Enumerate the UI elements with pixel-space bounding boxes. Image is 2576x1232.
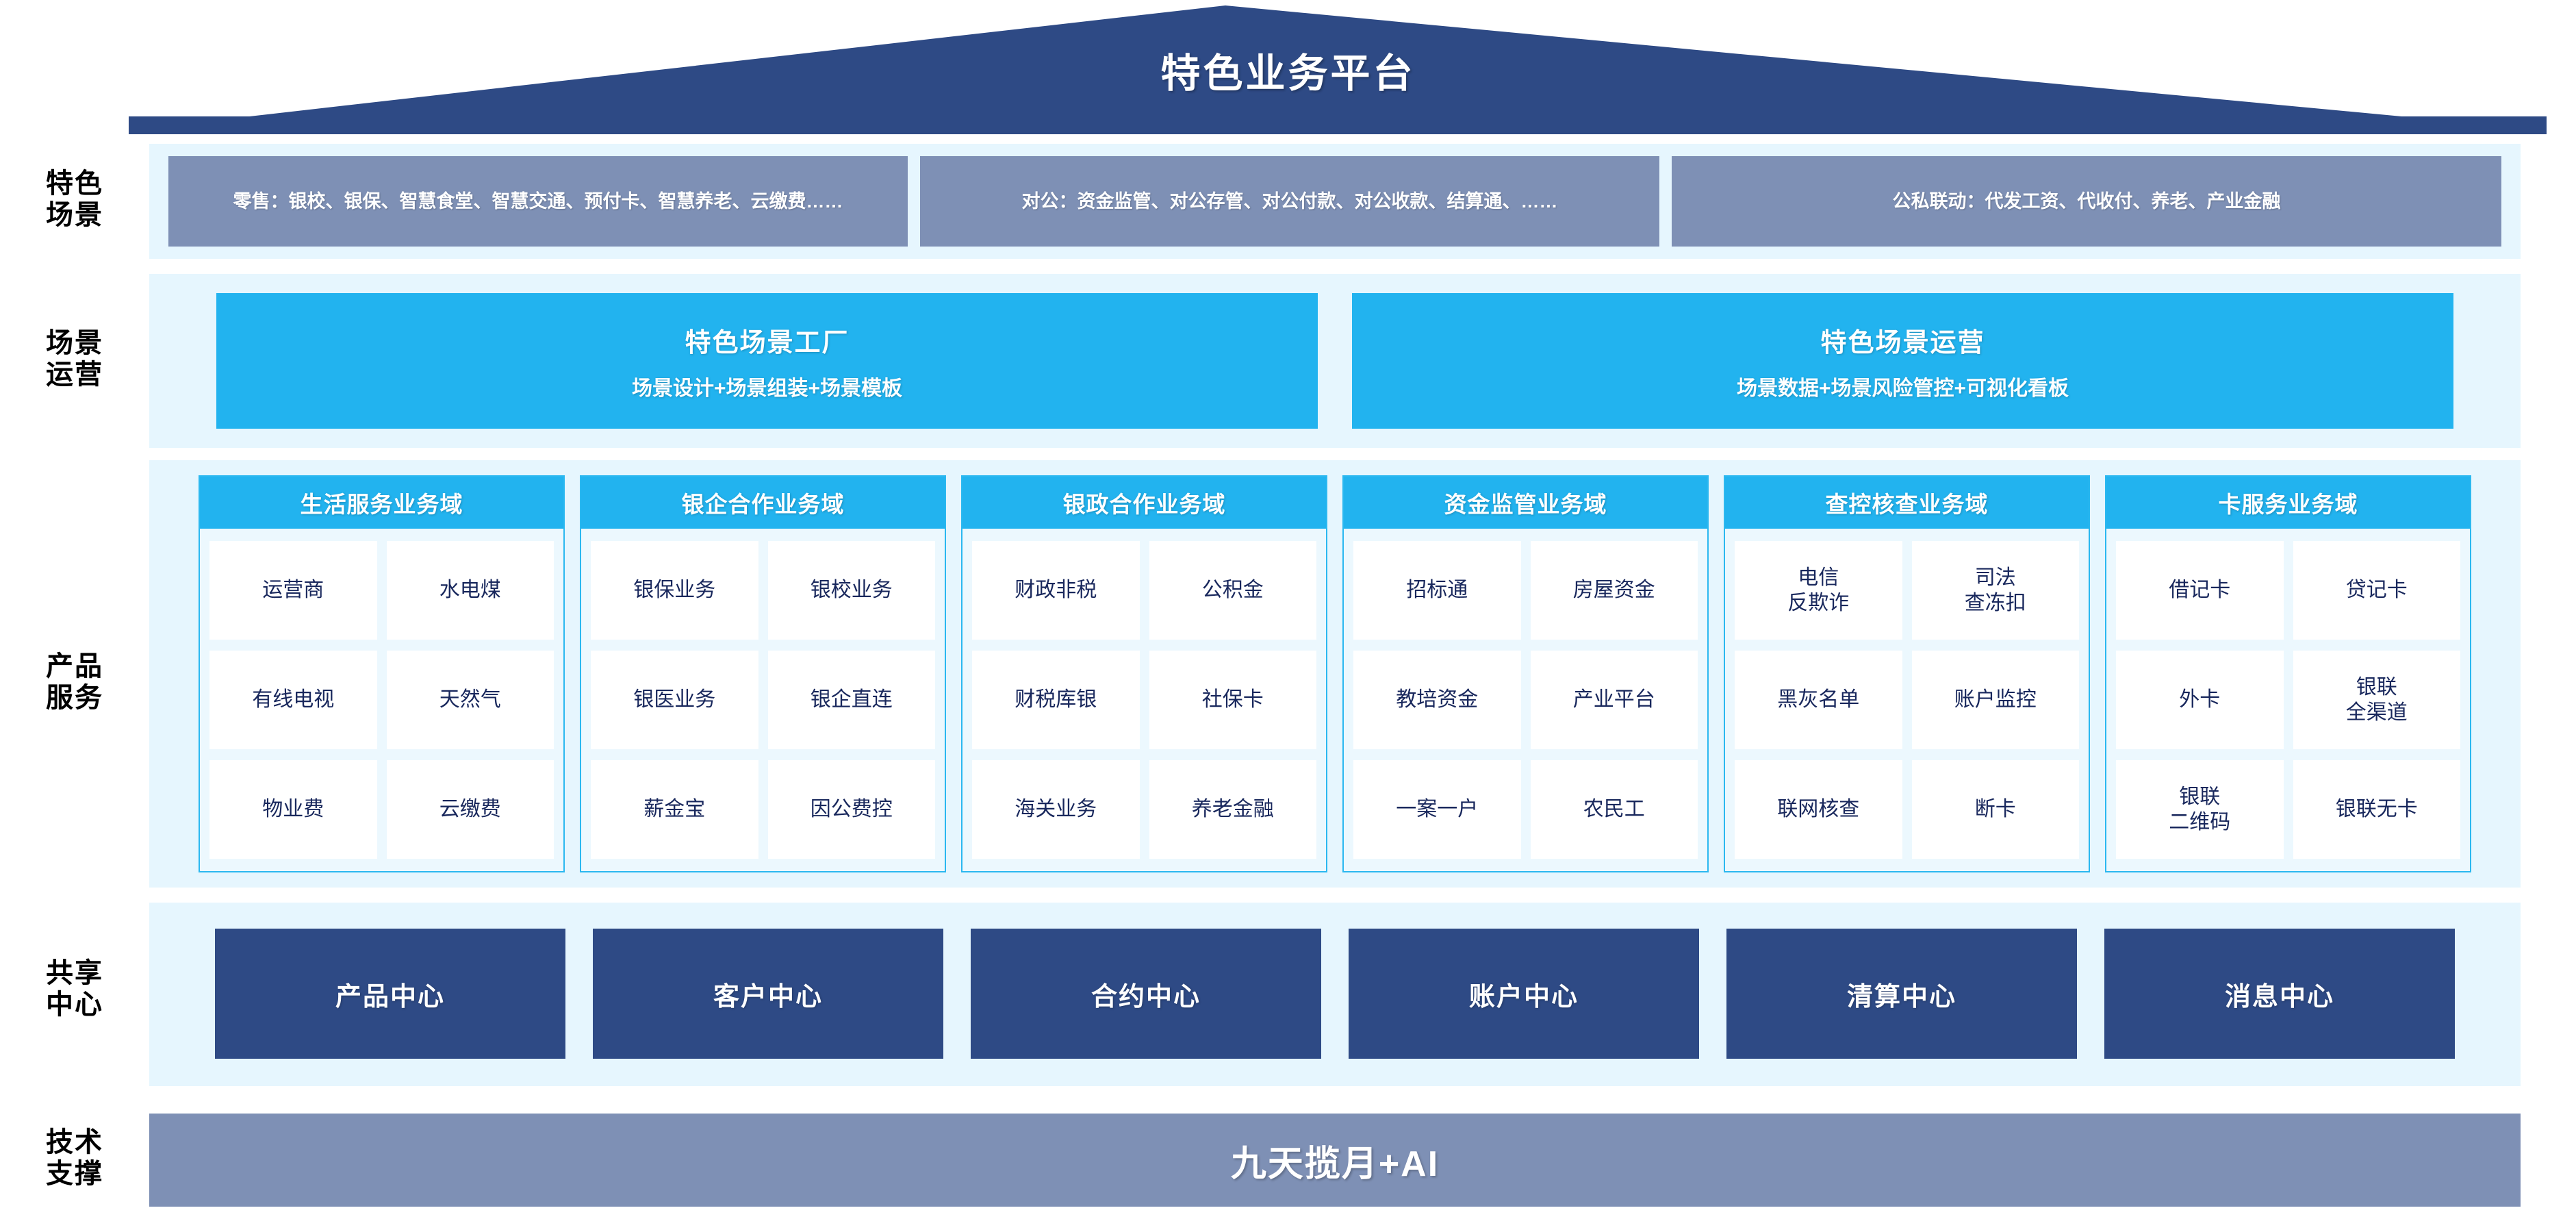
shared-center-customer[interactable]: 客户中心 (593, 929, 943, 1059)
domain-item[interactable]: 物业费 (209, 760, 377, 859)
ops-title-scene-factory: 特色场景工厂 (685, 328, 850, 357)
domain-card-bank-government[interactable]: 银政合作业务域 财政非税 公积金 财税库银 社保卡 海关业务 养老金融 (961, 475, 1327, 872)
domain-item[interactable]: 招标通 (1353, 541, 1521, 640)
domain-item[interactable]: 财税库银 (972, 651, 1140, 749)
tech-support-label: 九天揽月+AI (1230, 1144, 1440, 1184)
operations-row: 特色场景工厂 场景设计+场景组装+场景模板 特色场景运营 场景数据+场景风险管控… (149, 293, 2521, 429)
domain-grid-bank-enterprise: 银保业务 银校业务 银医业务 银企直连 薪金宝 因公费控 (581, 529, 945, 871)
shared-center-contract[interactable]: 合约中心 (971, 929, 1321, 1059)
domain-grid-investigation-control: 电信 反欺诈 司法 查冻扣 黑灰名单 账户监控 联网核查 断卡 (1725, 529, 2089, 871)
domain-card-card-service[interactable]: 卡服务业务域 借记卡 贷记卡 外卡 银联 全渠道 银联 二维码 银联无卡 (2105, 475, 2471, 872)
domain-item[interactable]: 贷记卡 (2293, 541, 2460, 640)
ops-box-scene-factory[interactable]: 特色场景工厂 场景设计+场景组装+场景模板 (216, 293, 1318, 429)
domain-item[interactable]: 有线电视 (209, 651, 377, 749)
domain-title-fund-supervision: 资金监管业务域 (1344, 477, 1707, 529)
domain-item[interactable]: 银联无卡 (2293, 760, 2460, 859)
domain-item[interactable]: 云缴费 (386, 760, 554, 859)
domain-item[interactable]: 银保业务 (591, 541, 758, 640)
shared-center-account[interactable]: 账户中心 (1349, 929, 1699, 1059)
ops-box-scene-operation[interactable]: 特色场景运营 场景数据+场景风险管控+可视化看板 (1352, 293, 2453, 429)
domain-item[interactable]: 借记卡 (2116, 541, 2284, 640)
shared-center-message[interactable]: 消息中心 (2104, 929, 2455, 1059)
domain-title-bank-enterprise: 银企合作业务域 (581, 477, 945, 529)
domain-item[interactable]: 银企直连 (767, 651, 935, 749)
platform-roof-banner: 特色业务平台 (0, 0, 2576, 134)
domain-item[interactable]: 水电煤 (386, 541, 554, 640)
domain-item[interactable]: 账户监控 (1911, 651, 2079, 749)
domain-grid-bank-government: 财政非税 公积金 财税库银 社保卡 海关业务 养老金融 (962, 529, 1326, 871)
domain-item[interactable]: 因公费控 (767, 760, 935, 859)
domain-item[interactable]: 黑灰名单 (1735, 651, 1902, 749)
domain-item[interactable]: 薪金宝 (591, 760, 758, 859)
shared-center-product[interactable]: 产品中心 (215, 929, 565, 1059)
domain-item[interactable]: 农民工 (1530, 760, 1698, 859)
ops-title-scene-operation: 特色场景运营 (1820, 328, 1985, 357)
domain-grid-card-service: 借记卡 贷记卡 外卡 银联 全渠道 银联 二维码 银联无卡 (2106, 529, 2470, 871)
domain-title-card-service: 卡服务业务域 (2106, 477, 2470, 529)
domain-item[interactable]: 断卡 (1911, 760, 2079, 859)
domain-item[interactable]: 银校业务 (767, 541, 935, 640)
roof-shape-icon (129, 5, 2547, 134)
domain-title-investigation-control: 查控核查业务域 (1725, 477, 2089, 529)
domain-item[interactable]: 司法 查冻扣 (1911, 541, 2079, 640)
domain-card-life-service[interactable]: 生活服务业务域 运营商 水电煤 有线电视 天然气 物业费 云缴费 (199, 475, 565, 872)
domain-item[interactable]: 一案一户 (1353, 760, 1521, 859)
row-label-shared-center: 共享 中心 (46, 958, 103, 1020)
domain-item[interactable]: 财政非税 (972, 541, 1140, 640)
scene-box-corporate[interactable]: 对公：资金监管、对公存管、对公付款、对公收款、结算通、…… (920, 156, 1659, 247)
domain-card-investigation-control[interactable]: 查控核查业务域 电信 反欺诈 司法 查冻扣 黑灰名单 账户监控 联网核查 断卡 (1724, 475, 2090, 872)
domain-item[interactable]: 房屋资金 (1530, 541, 1698, 640)
domain-item[interactable]: 养老金融 (1149, 760, 1316, 859)
tech-support-bar[interactable]: 九天揽月+AI (149, 1114, 2521, 1207)
domain-item[interactable]: 产业平台 (1530, 651, 1698, 749)
row-label-tech-support: 技术 支撑 (46, 1127, 103, 1189)
scene-box-retail[interactable]: 零售：银校、银保、智慧食堂、智慧交通、预付卡、智慧养老、云缴费…… (168, 156, 908, 247)
product-service-row: 生活服务业务域 运营商 水电煤 有线电视 天然气 物业费 云缴费 银企合作业务域… (149, 475, 2521, 872)
domain-item[interactable]: 海关业务 (972, 760, 1140, 859)
shared-center-row: 产品中心 客户中心 合约中心 账户中心 清算中心 消息中心 (149, 929, 2521, 1059)
domain-item[interactable]: 天然气 (386, 651, 554, 749)
domain-item[interactable]: 外卡 (2116, 651, 2284, 749)
domain-item[interactable]: 银联 全渠道 (2293, 651, 2460, 749)
domain-title-bank-government: 银政合作业务域 (962, 477, 1326, 529)
shared-center-clearing[interactable]: 清算中心 (1726, 929, 2077, 1059)
row-label-product-service: 产品 服务 (46, 651, 103, 713)
domain-title-life-service: 生活服务业务域 (200, 477, 563, 529)
domain-item[interactable]: 教培资金 (1353, 651, 1521, 749)
domain-item[interactable]: 运营商 (209, 541, 377, 640)
domain-grid-life-service: 运营商 水电煤 有线电视 天然气 物业费 云缴费 (200, 529, 563, 871)
scene-row: 零售：银校、银保、智慧食堂、智慧交通、预付卡、智慧养老、云缴费…… 对公：资金监… (149, 156, 2521, 247)
row-label-operations: 场景 运营 (46, 328, 103, 390)
domain-card-fund-supervision[interactable]: 资金监管业务域 招标通 房屋资金 教培资金 产业平台 一案一户 农民工 (1342, 475, 1709, 872)
domain-item[interactable]: 电信 反欺诈 (1735, 541, 1902, 640)
domain-grid-fund-supervision: 招标通 房屋资金 教培资金 产业平台 一案一户 农民工 (1344, 529, 1707, 871)
domain-item[interactable]: 社保卡 (1149, 651, 1316, 749)
domain-item[interactable]: 联网核查 (1735, 760, 1902, 859)
scene-box-public-private-linkage[interactable]: 公私联动：代发工资、代收付、养老、产业金融 (1672, 156, 2501, 247)
row-label-scene: 特色 场景 (46, 168, 103, 230)
domain-item[interactable]: 公积金 (1149, 541, 1316, 640)
ops-subtitle-scene-operation: 场景数据+场景风险管控+可视化看板 (1736, 377, 2069, 400)
ops-subtitle-scene-factory: 场景设计+场景组装+场景模板 (631, 377, 903, 400)
domain-card-bank-enterprise[interactable]: 银企合作业务域 银保业务 银校业务 银医业务 银企直连 薪金宝 因公费控 (580, 475, 946, 872)
domain-item[interactable]: 银联 二维码 (2116, 760, 2284, 859)
domain-item[interactable]: 银医业务 (591, 651, 758, 749)
page-title: 特色业务平台 (1160, 51, 1416, 96)
